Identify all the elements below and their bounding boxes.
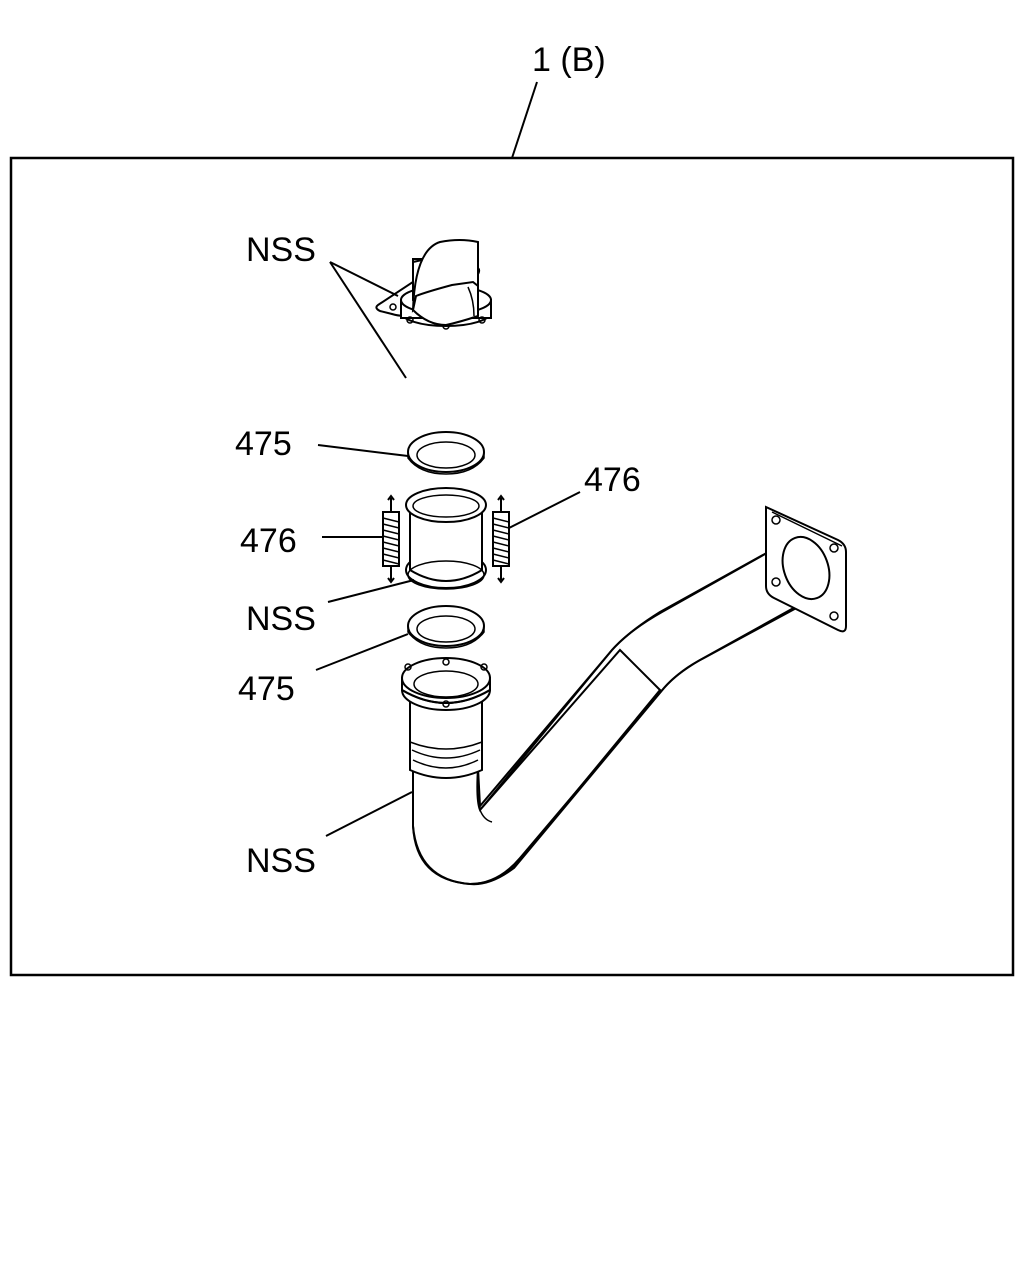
nss-pipe-label: NSS (246, 842, 316, 880)
ring-475-lower-label: 475 (238, 670, 295, 708)
assembly-leader-line (511, 81, 538, 159)
elbow-connector-icon (400, 239, 492, 330)
spring-476-right-label: 476 (584, 461, 641, 499)
nss-pipe-leader (325, 791, 413, 837)
exhaust-pipe-icon (401, 505, 847, 886)
nss-top-label: NSS (246, 231, 316, 269)
spring-icon (492, 494, 510, 584)
nss-top-leader-line-2 (329, 261, 407, 379)
ring-475-upper-leader (317, 444, 409, 457)
seal-ring-icon (407, 431, 485, 475)
nss-middle-label: NSS (246, 600, 316, 638)
diagram-frame (9, 156, 1015, 977)
sleeve-icon (405, 487, 487, 590)
spring-476-left-label: 476 (240, 522, 297, 560)
spring-476-right-leader (508, 491, 581, 529)
nss-top-leader-line-1 (329, 261, 399, 297)
ring-475-lower-leader (315, 633, 409, 671)
seal-ring-icon (407, 605, 485, 649)
ring-475-upper-label: 475 (235, 425, 292, 463)
spring-icon (382, 494, 400, 584)
assembly-label: 1 (B) (532, 41, 606, 79)
nss-middle-leader (327, 579, 415, 603)
